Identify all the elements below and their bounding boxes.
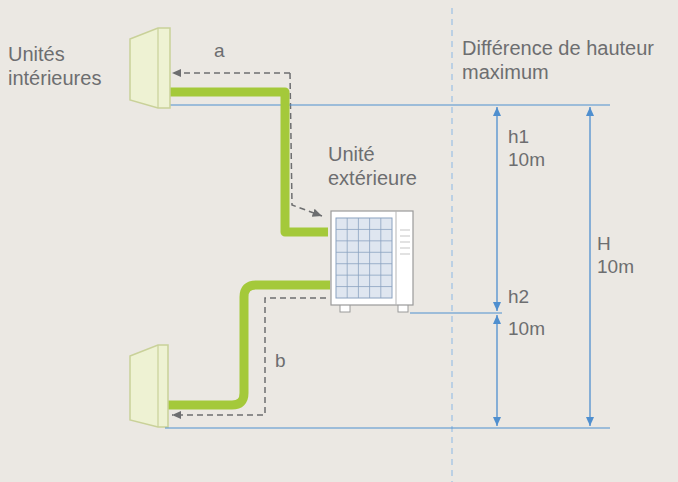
- dimension-arrow: [589, 107, 590, 426]
- length-b-path: [172, 298, 326, 415]
- indoor-unit: [130, 28, 170, 108]
- dimension-arrow: [496, 107, 497, 311]
- reference-line: [165, 427, 610, 428]
- length-a-path: [290, 73, 322, 216]
- dimension-label: 10m: [597, 256, 634, 278]
- indoor-unit: [130, 345, 168, 427]
- dimension-arrow: [496, 315, 497, 426]
- section-heading: Différence de hauteur maximum: [462, 36, 672, 84]
- dimension-label: h1: [508, 126, 529, 148]
- unit-heading: Unités intérieures: [8, 42, 126, 90]
- outdoor-unit: [330, 210, 414, 314]
- dimension-label: H: [597, 233, 611, 255]
- dimension-label: 10m: [508, 149, 545, 171]
- outdoor-unit-node: Unité extérieure: [328, 142, 424, 314]
- length-a-path: [172, 72, 290, 74]
- length-label: b: [275, 350, 286, 372]
- indoor-unit-edge: [157, 345, 158, 427]
- length-label: a: [214, 40, 225, 62]
- refrigerant-pipe: [168, 285, 330, 405]
- refrigerant-pipe: [170, 92, 328, 232]
- indoor-unit-node: Unités intérieures: [8, 28, 170, 108]
- reference-line: [165, 104, 610, 105]
- dimension-label: h2: [508, 286, 529, 308]
- reference-line: [410, 312, 502, 313]
- dimension-label: 10m: [508, 318, 545, 340]
- unit-heading: Unité extérieure: [328, 142, 424, 190]
- separator-line: [451, 8, 452, 482]
